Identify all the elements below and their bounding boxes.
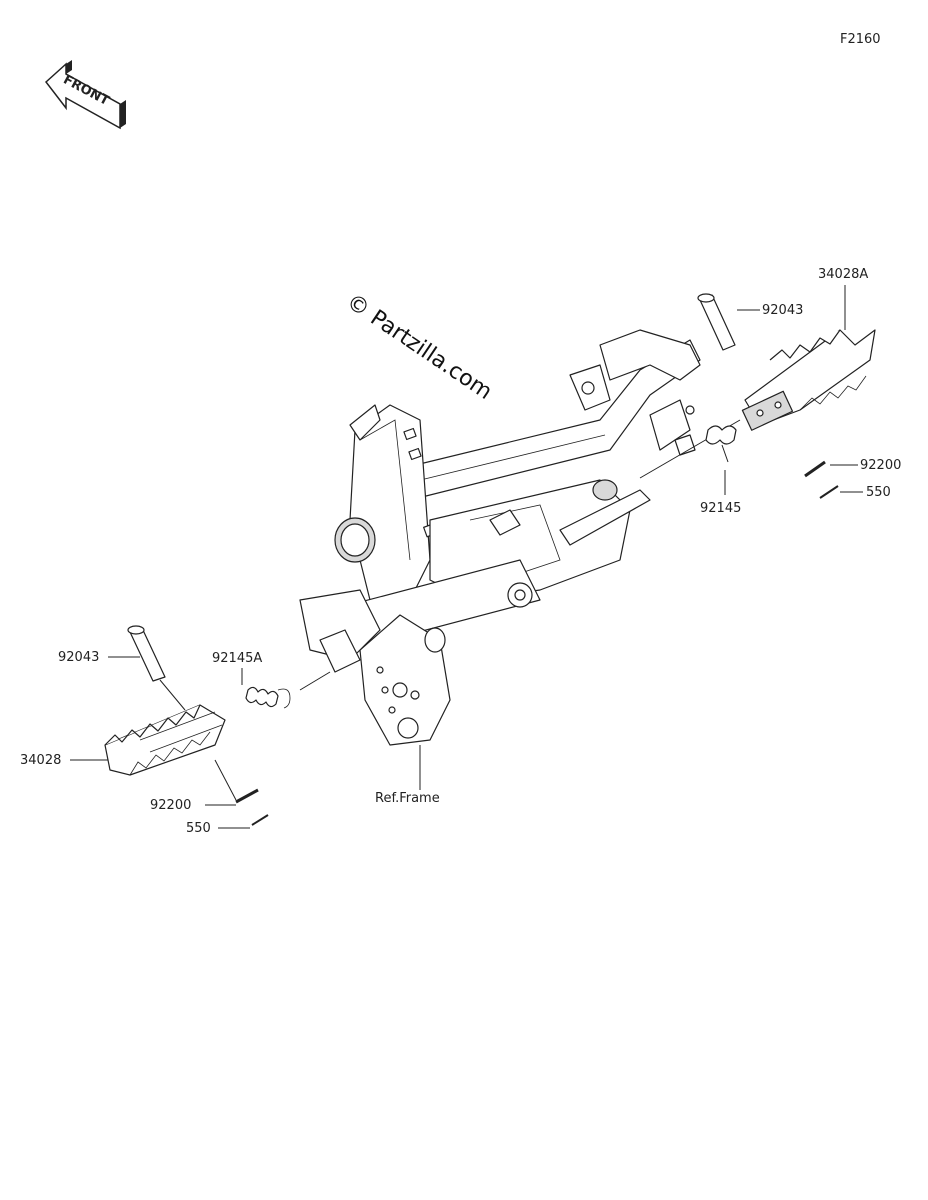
frame-illustration xyxy=(299,329,701,746)
callout-left-washer: 550 xyxy=(186,821,211,836)
callout-left-cotter: 92200 xyxy=(150,798,191,813)
right-footpeg-assembly xyxy=(697,293,876,499)
left-footpeg-assembly xyxy=(104,625,291,826)
callout-right-spring: 92145 xyxy=(700,501,741,516)
callout-right-footpeg: 34028A xyxy=(818,267,868,282)
callout-right-pin: 92043 xyxy=(762,303,803,318)
callout-left-footpeg: 34028 xyxy=(20,753,61,768)
callout-left-spring: 92145A xyxy=(212,651,262,666)
callout-left-pin: 92043 xyxy=(58,650,99,665)
callout-frame-ref: Ref.Frame xyxy=(375,791,440,806)
callout-right-cotter: 92200 xyxy=(860,458,901,473)
figure-code: F2160 xyxy=(840,32,881,47)
callout-right-washer: 550 xyxy=(866,485,891,500)
watermark: © Partzilla.com xyxy=(342,289,497,405)
front-arrow-icon: FRONT xyxy=(44,60,126,130)
